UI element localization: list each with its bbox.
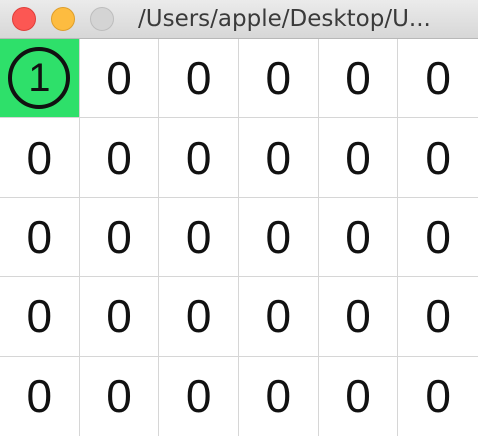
grid-cell[interactable]: 0 <box>238 277 319 357</box>
grid-cell[interactable]: 0 <box>398 39 478 119</box>
grid-cell[interactable]: 0 <box>318 197 399 278</box>
cell-value: 0 <box>106 370 132 423</box>
grid-cell[interactable]: 0 <box>238 39 319 119</box>
cell-value: 0 <box>265 131 292 184</box>
cell-value: 0 <box>265 52 292 105</box>
cell-value: 0 <box>425 370 451 423</box>
cell-value: 0 <box>185 290 212 343</box>
grid-cell[interactable]: 0 <box>238 197 319 278</box>
grid-cell[interactable]: 0 <box>159 118 239 198</box>
grid-cell[interactable]: 0 <box>318 39 399 119</box>
cell-value: 0 <box>425 290 451 343</box>
cell-value: 0 <box>185 370 212 423</box>
cell-value: 0 <box>345 370 371 423</box>
cell-value: 0 <box>185 210 212 263</box>
grid-cell[interactable]: 0 <box>79 277 160 357</box>
window-title: /Users/apple/Desktop/U... <box>138 6 431 32</box>
grid-cell[interactable]: 0 <box>0 118 80 198</box>
grid-cell[interactable]: 0 <box>0 277 80 357</box>
cell-value: 0 <box>345 290 371 343</box>
cell-value: 0 <box>265 210 292 263</box>
cell-value: 0 <box>185 131 212 184</box>
cell-value: 0 <box>425 131 451 184</box>
cell-value: 0 <box>185 52 212 105</box>
grid-cell[interactable]: 0 <box>319 356 399 436</box>
cell-value: 0 <box>425 210 451 263</box>
minimize-window-button[interactable] <box>51 7 75 31</box>
grid-cell[interactable]: 0 <box>79 39 160 119</box>
grid-cell[interactable]: 0 <box>0 356 80 436</box>
grid-cell[interactable]: 0 <box>159 197 239 278</box>
grid-cell[interactable]: 0 <box>159 356 239 436</box>
cell-value: 0 <box>106 52 132 105</box>
cell-value: 0 <box>345 131 371 184</box>
zoom-window-button[interactable] <box>90 7 114 31</box>
cell-value: 1 <box>28 55 51 100</box>
cell-value: 0 <box>345 52 371 105</box>
grid-cell[interactable]: 0 <box>398 357 478 436</box>
grid-cell[interactable]: 0 <box>318 118 399 198</box>
grid-cell[interactable]: 0 <box>398 277 478 357</box>
cell-value: 0 <box>26 210 53 263</box>
grid-cell[interactable]: 0 <box>398 198 478 278</box>
cell-value: 0 <box>26 131 53 184</box>
grid-cell-active[interactable]: 1 <box>0 39 80 119</box>
cell-value: 0 <box>345 210 371 263</box>
close-window-button[interactable] <box>12 7 36 31</box>
grid-cell[interactable]: 0 <box>238 118 319 198</box>
grid-cell[interactable]: 0 <box>239 356 319 436</box>
cell-value: 0 <box>265 370 292 423</box>
cell-value: 0 <box>106 131 132 184</box>
cell-value: 0 <box>265 290 292 343</box>
cell-value: 0 <box>26 290 53 343</box>
grid-cell[interactable]: 0 <box>159 39 239 119</box>
cell-value: 0 <box>425 52 451 105</box>
grid-cell[interactable]: 0 <box>80 356 160 436</box>
title-bar[interactable]: /Users/apple/Desktop/U... <box>0 0 478 39</box>
grid-cell[interactable]: 0 <box>318 277 399 357</box>
grid-cell[interactable]: 0 <box>398 118 478 198</box>
grid-cell[interactable]: 0 <box>79 197 160 278</box>
grid-cell[interactable]: 0 <box>0 197 80 278</box>
grid-cell[interactable]: 0 <box>159 277 239 357</box>
grid-cell[interactable]: 0 <box>79 118 160 198</box>
cell-value: 0 <box>26 370 53 423</box>
cell-value: 0 <box>106 290 132 343</box>
cell-value: 0 <box>106 210 132 263</box>
